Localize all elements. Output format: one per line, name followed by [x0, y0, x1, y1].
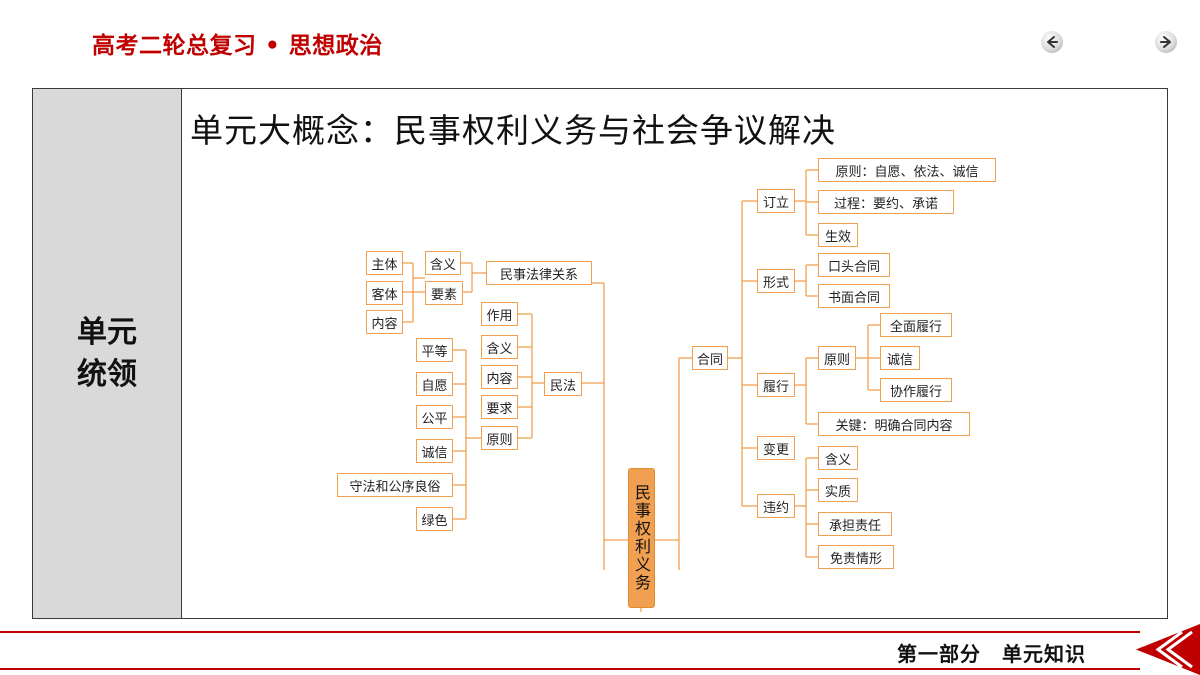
footer-rule-top — [0, 631, 1140, 633]
node-performance-principle: 原则 — [818, 346, 856, 370]
node-cooperative-performance: 协作履行 — [880, 378, 952, 402]
node-law-content: 内容 — [481, 365, 518, 389]
node-relation-meaning: 含义 — [425, 251, 461, 275]
side-label: 单元 统领 — [67, 312, 147, 396]
course-title: 高考二轮总复习 • 思想政治 — [92, 33, 383, 59]
node-civil-law: 民法 — [544, 372, 582, 396]
footer-rule-bottom — [0, 668, 1140, 670]
node-civil-legal-relation: 民事法律关系 — [486, 261, 592, 285]
node-formation-process: 过程：要约、承诺 — [818, 190, 954, 214]
node-principle-integrity: 诚信 — [416, 439, 453, 463]
node-breach-meaning: 含义 — [818, 446, 858, 470]
node-formation-effect: 生效 — [818, 223, 858, 247]
node-contract: 合同 — [692, 346, 728, 370]
node-object: 客体 — [366, 281, 403, 305]
node-performance-key: 关键：明确合同内容 — [818, 412, 970, 436]
node-principle-equality: 平等 — [416, 338, 453, 362]
footer-section-label: 第一部分 单元知识 — [897, 642, 1086, 666]
side-column: 单元 统领 — [33, 89, 182, 618]
node-breach-liability: 承担责任 — [818, 512, 892, 536]
node-relation-elements: 要素 — [425, 281, 463, 305]
node-principle-voluntary: 自愿 — [416, 372, 453, 396]
chevron-left-icon[interactable] — [1136, 624, 1200, 675]
side-label-line2: 统领 — [77, 356, 137, 392]
node-principle-fairness: 公平 — [416, 405, 453, 429]
node-full-performance: 全面履行 — [880, 313, 952, 337]
node-law-meaning: 含义 — [481, 335, 518, 359]
node-breach-essence: 实质 — [818, 478, 858, 502]
node-principle-lawful: 守法和公序良俗 — [337, 473, 453, 497]
node-performance: 履行 — [757, 373, 795, 397]
forward-arrow-icon[interactable] — [1155, 31, 1177, 53]
node-law-principle: 原则 — [481, 426, 518, 450]
node-breach-exemption: 免责情形 — [818, 545, 894, 569]
node-performance-integrity: 诚信 — [880, 346, 920, 370]
node-law-requirement: 要求 — [481, 395, 518, 419]
node-law-function: 作用 — [481, 302, 518, 326]
side-label-line1: 单元 — [77, 314, 137, 350]
content-frame: 单元 统领 — [32, 88, 1168, 619]
node-oral-contract: 口头合同 — [818, 253, 890, 277]
node-written-contract: 书面合同 — [818, 284, 890, 308]
node-formation: 订立 — [757, 189, 795, 213]
node-form: 形式 — [757, 269, 795, 293]
center-node: 民事权利义务 — [628, 468, 655, 608]
node-modification: 变更 — [757, 436, 795, 460]
node-breach: 违约 — [757, 494, 795, 518]
node-subject: 主体 — [366, 251, 403, 275]
node-content: 内容 — [366, 310, 403, 334]
back-arrow-icon[interactable] — [1041, 31, 1063, 53]
node-formation-principle: 原则：自愿、依法、诚信 — [818, 158, 996, 182]
unit-title: 单元大概念：民事权利义务与社会争议解决 — [190, 111, 836, 150]
node-principle-green: 绿色 — [416, 507, 453, 531]
